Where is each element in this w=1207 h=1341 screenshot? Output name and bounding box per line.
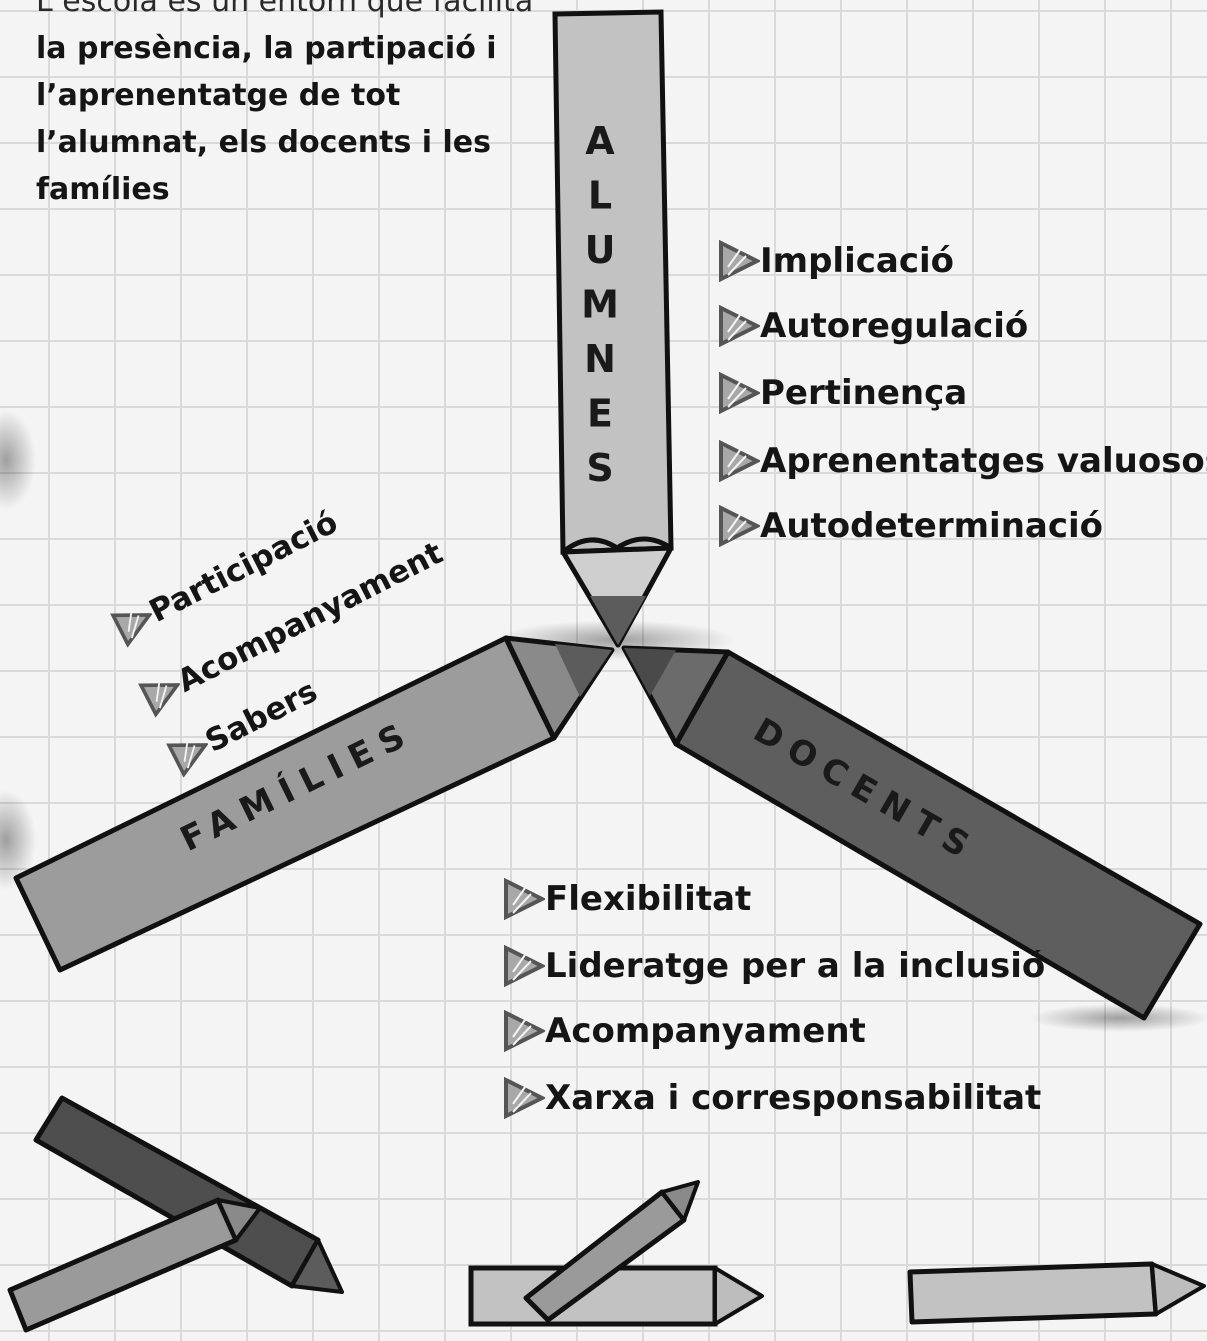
pencil-alumnes-scallop [561, 536, 673, 554]
pencil-alumnes-letter: U [585, 228, 616, 272]
pencil-docents [621, 645, 1203, 1021]
pencil-alumnes-letter: M [581, 283, 619, 327]
triangle-bullet-icon [138, 682, 182, 718]
pencil-alumnes-tip [590, 596, 646, 645]
docents-item-label: Lideratge per a la inclusió [545, 946, 1046, 986]
triangle-bullet-icon [719, 505, 760, 547]
left-edge-shadow-2 [0, 790, 36, 890]
docents-list-item: Xarxa i corresponsabilitat [503, 1077, 1041, 1119]
alumnes-item-label: Autodeterminació [760, 506, 1104, 546]
bottom-pencil-mid-left [7, 1197, 262, 1333]
docents-item-label: Flexibilitat [545, 879, 752, 919]
alumnes-item-label: Implicació [760, 241, 954, 281]
pencil-families [13, 635, 615, 973]
triangle-bullet-icon [504, 878, 545, 920]
pencil-alumnes-letter: S [586, 446, 613, 490]
alumnes-list-item: Pertinença [718, 372, 967, 414]
docents-list-item: Flexibilitat [503, 878, 751, 920]
alumnes-item-label: Pertinença [760, 373, 968, 413]
docents-item-label: Acompanyament [545, 1011, 866, 1051]
bottom-pencil-light-long [468, 1265, 764, 1327]
left-edge-shadow [0, 410, 36, 510]
pencil-docents-tip [624, 648, 676, 696]
triangle-bullet-icon [719, 240, 760, 282]
docents-shadow [1030, 1004, 1207, 1032]
bottom-pencil-light-right [907, 1261, 1206, 1325]
pencil-alumnes-letter: A [585, 119, 615, 163]
pencil-alumnes-letter: L [588, 174, 612, 218]
docents-list-item: Acompanyament [503, 1010, 866, 1052]
alumnes-list-item: Autoregulació [718, 305, 1028, 347]
triangle-bullet-icon [504, 945, 545, 987]
pencil-alumnes-letter: N [584, 337, 616, 381]
triangle-bullet-icon [110, 612, 154, 648]
pencil-docents-scallop [673, 650, 731, 746]
families-list-item: Acompanyament [137, 534, 449, 718]
alumnes-list-item: Implicació [718, 240, 954, 282]
triangle-bullet-icon [166, 742, 210, 778]
bottom-pencil-diagonal [523, 1180, 700, 1323]
docents-item-label: Xarxa i corresponsabilitat [545, 1078, 1042, 1118]
triangle-bullet-icon [504, 1077, 545, 1119]
alumnes-item-label: Autoregulació [760, 306, 1029, 346]
pencil-families-tip [555, 644, 612, 697]
intro-rest: la presència, la partipació i l’aprenent… [36, 31, 497, 207]
triangle-bullet-icon [719, 440, 760, 482]
docents-list-item: Lideratge per a la inclusió [503, 945, 1045, 987]
intro-text: L’escola és un entorn que facilita la pr… [36, 0, 576, 213]
alumnes-item-label: Aprenentatges valuosos [760, 441, 1207, 481]
families-list-item: Sabers [165, 672, 323, 778]
triangle-bullet-icon [719, 372, 760, 414]
families-list-item: Participació [109, 503, 344, 648]
intro-lead: L’escola és un entorn que facilita [36, 0, 534, 19]
alumnes-list-item: Autodeterminació [718, 505, 1103, 547]
pencil-alumnes-letter: E [587, 392, 613, 436]
pencil-families-scallop [503, 636, 557, 740]
alumnes-list-item: Aprenentatges valuosos [718, 440, 1207, 482]
pencil-alumnes [552, 9, 674, 648]
triangle-bullet-icon [719, 305, 760, 347]
triangle-bullet-icon [504, 1010, 545, 1052]
